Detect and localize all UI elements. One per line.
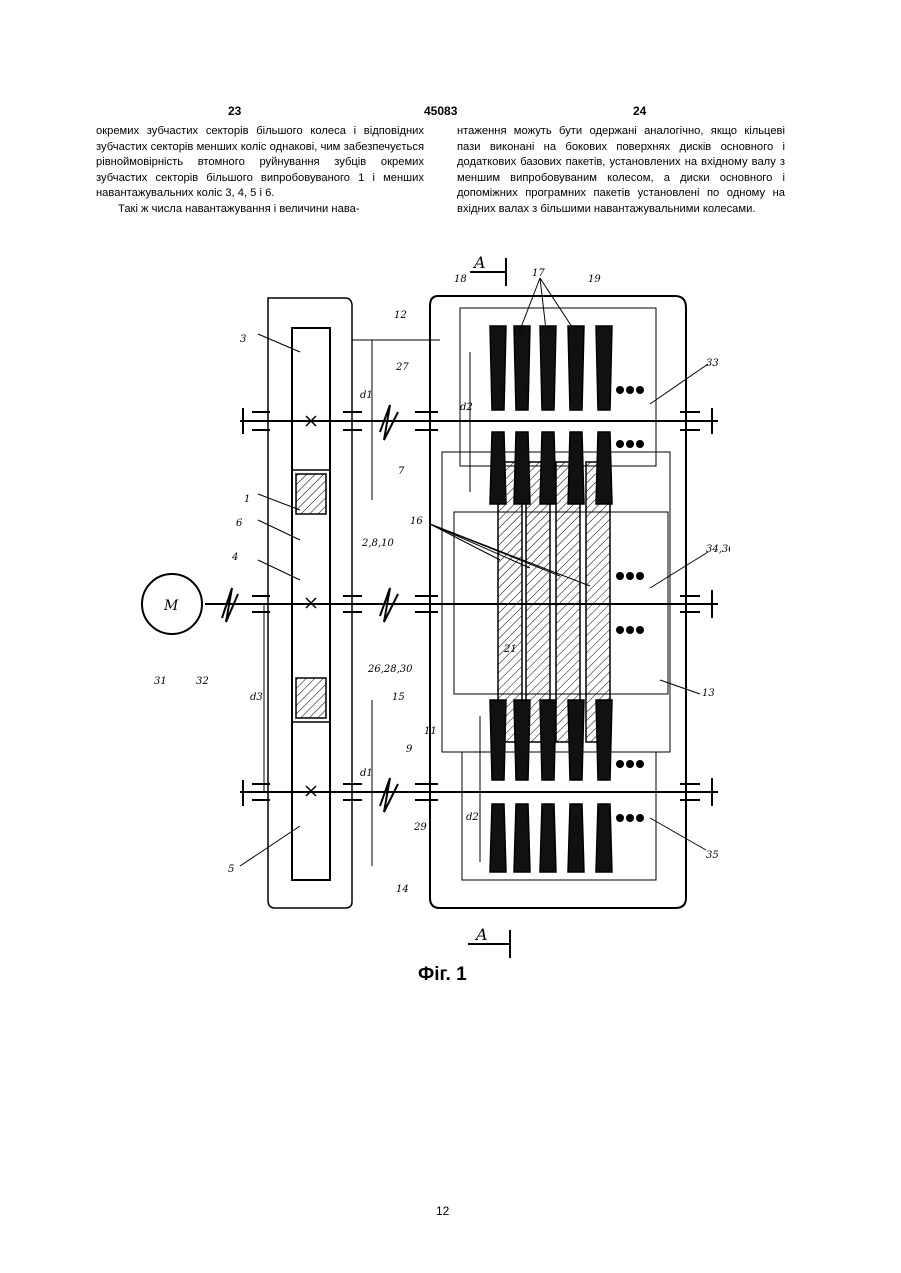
label-4: 4 [231,552,238,563]
dim-d1-top: d1 [360,390,373,401]
label-9: 9 [406,744,413,755]
label-11: 11 [424,726,437,737]
left-paragraph-1: окремих зубчастих секторів більшого коле… [96,124,424,202]
label-15: 15 [392,692,405,703]
label-6: 6 [236,518,243,529]
section-label-top: A [472,253,486,272]
left-paragraph-2: Такі ж числа навантажування і величини н… [96,202,424,218]
figure-caption: Фіг. 1 [418,964,467,986]
label-7: 7 [398,466,405,477]
header-patent-number: 45083 [424,104,457,118]
label-16: 16 [410,516,423,527]
dim-d1-bottom: d1 [360,768,373,779]
hatch-upper [296,474,326,514]
label-31: 31 [154,676,167,687]
right-paragraph-1: нтаження можуть бути одержані аналогічно… [457,124,785,217]
header-right-page-number: 24 [633,104,646,118]
dim-d2-bottom: d2 [466,812,479,823]
label-12: 12 [394,310,407,321]
hatch-lower [296,678,326,718]
header-left-page-number: 23 [228,104,241,118]
page-number: 12 [436,1204,449,1218]
left-text-column: окремих зубчастих секторів більшого коле… [96,124,424,217]
label-14: 14 [396,884,409,895]
coupling-29 [380,778,398,812]
label-2-8-10: 2,8,10 [361,538,394,549]
coupling-27 [380,405,398,440]
shaft-markers [306,416,316,796]
label-33: 33 [706,358,719,369]
dim-d2-top: d2 [460,402,473,413]
label-13: 13 [702,688,715,699]
label-18: 18 [454,274,467,285]
dim-d3: d3 [250,692,263,703]
label-5: 5 [228,864,234,875]
right-text-column: нтаження можуть бути одержані аналогічно… [457,124,785,217]
label-27: 27 [395,362,409,373]
label-1: 1 [244,494,250,505]
label-32: 32 [196,676,209,687]
section-label-bottom: A [474,925,488,944]
section-marker-bottom [468,930,510,958]
label-35: 35 [706,850,719,861]
motor-label: M [163,598,179,614]
leader-lines [240,278,708,866]
gearbox-drawing: 3 1 6 4 5 2,8,10 26,28,30 27 7 9 29 31 3… [130,250,730,960]
label-19: 19 [588,274,601,285]
label-26-28-30: 26,28,30 [367,664,413,675]
label-3: 3 [240,334,246,345]
bearings [243,408,712,806]
label-21: 21 [503,644,517,655]
label-17: 17 [532,268,545,279]
label-34-36: 34,36 [706,544,730,555]
label-29: 29 [413,822,427,833]
